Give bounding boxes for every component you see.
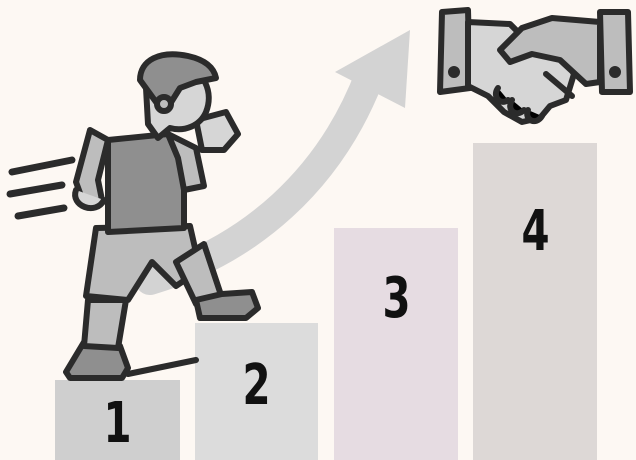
step-2: 2 (195, 323, 318, 460)
step-3: 3 (334, 228, 458, 460)
step-2-label: 2 (242, 353, 271, 418)
step-3-label: 3 (381, 265, 411, 331)
step-1-label: 1 (103, 390, 132, 456)
step-4-label: 4 (520, 199, 550, 264)
step-1: 1 (55, 380, 180, 460)
step-4: 4 (473, 143, 597, 460)
